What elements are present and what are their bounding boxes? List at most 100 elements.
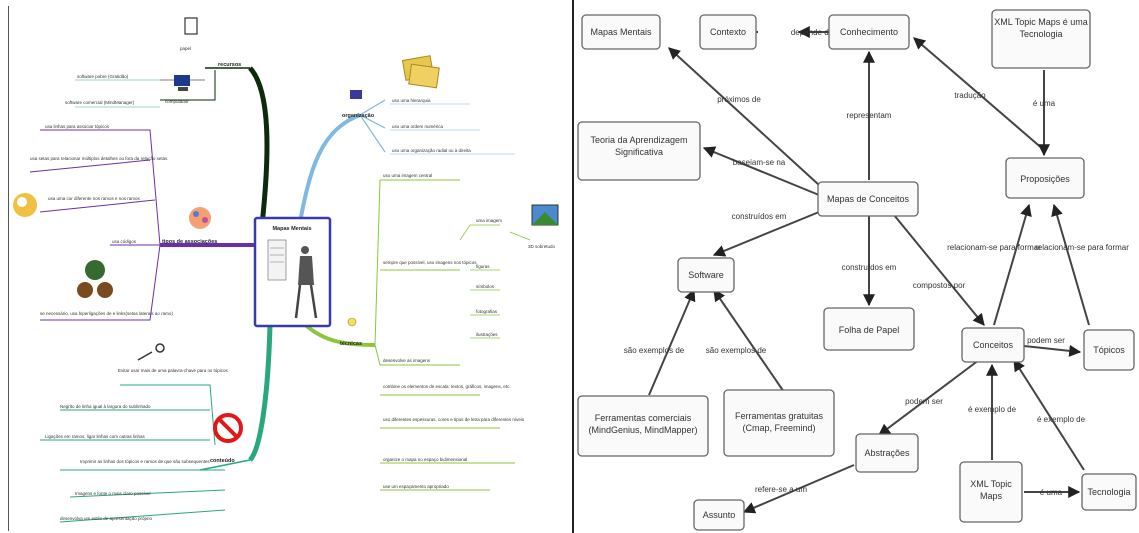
link-label: construídos em	[732, 212, 787, 221]
node-assunto: Assunto	[693, 499, 745, 531]
concept-map-panel: depende de próximos de representam tradu…	[574, 0, 1139, 533]
conteudo-item: Negrito de linha igual à largura do subl…	[60, 404, 151, 409]
tecnicas-item: uso diferentes espessuras, cores e tipos…	[383, 417, 525, 422]
color-palette-icon	[189, 207, 211, 229]
link-label: relacionam-se para formar	[947, 243, 1041, 252]
tecnicas-item: sempre que possível, uso imagens nos tóp…	[383, 260, 477, 265]
recursos-item: papel	[180, 46, 191, 51]
node-mapas-mentais: Mapas Mentais	[581, 14, 661, 50]
node-abstracoes: Abstrações	[855, 433, 919, 473]
svg-text:Tópicos: Tópicos	[1093, 345, 1125, 355]
landscape-picture-icon	[531, 204, 559, 226]
mind-map-panel: Mapas Mentais recursos organização tipos…	[8, 6, 559, 531]
node-xml-topic-maps-tecnologia: XML Topic Maps é uma Tecnologia	[991, 9, 1091, 69]
link-label: depende de	[791, 28, 834, 37]
link-label: podem ser	[1027, 336, 1065, 345]
link-label: relacionam-se para formar	[1035, 243, 1129, 252]
color-circle-icon	[13, 193, 37, 217]
node-conceitos: Conceitos	[961, 327, 1025, 363]
recursos-item: software comercial (MindManager)	[65, 100, 135, 105]
organizacao-item: uso uma ordem numérica	[392, 124, 444, 129]
link-label: é uma	[1033, 99, 1056, 108]
concept-map-svg: depende de próximos de representam tradu…	[577, 9, 1137, 531]
no-sign-icon	[213, 413, 243, 443]
link-label: próximos de	[717, 95, 761, 104]
node-tecnologia: Tecnologia	[1081, 473, 1137, 511]
key-icon	[137, 343, 165, 361]
link-label: representam	[847, 111, 892, 120]
recursos-item: computador	[165, 99, 189, 104]
node-ferramentas-gratuitas: Ferramentas gratuitas (Cmap, Freemind)	[723, 389, 835, 457]
label-conteudo: conteúdo	[210, 458, 235, 464]
folders-icon	[401, 55, 440, 89]
tipos-item: usa setas para relacionar múltiplos deta…	[30, 156, 168, 161]
node-topicos: Tópicos	[1083, 329, 1135, 371]
svg-text:Assunto: Assunto	[703, 510, 736, 520]
label-tipos: tipos de associações	[162, 239, 217, 245]
node-software: Software	[677, 257, 735, 293]
lightbulb-icon	[347, 317, 357, 327]
tecnicas-item: ilustrações	[476, 332, 498, 337]
panel-border	[8, 6, 9, 531]
label-recursos: recursos	[218, 62, 241, 68]
node-mapas-conceitos: Mapas de Conceitos	[817, 181, 919, 217]
node-xml-topic-maps: XML Topic Maps	[959, 461, 1023, 523]
node-ferramentas-comerciais: Ferramentas comerciais (MindGenius, Mind…	[577, 395, 709, 457]
tipos-item: se necessário, usa hiperligações de e li…	[40, 311, 173, 316]
link-label: é uma	[1040, 488, 1063, 497]
svg-text:Mapas de Conceitos: Mapas de Conceitos	[827, 194, 910, 204]
link-label: compostos por	[913, 281, 966, 290]
node-folha-papel: Folha de Papel	[823, 307, 915, 351]
conteudo-item: Evitar usar mais de uma palavra-chave pa…	[118, 368, 229, 373]
tecnicas-item: combine os elementos de escala: textos, …	[383, 384, 511, 389]
paper-icon	[184, 17, 198, 35]
branch-recursos	[248, 66, 270, 226]
organization-icon	[350, 90, 362, 99]
node-teoria-aprendizagem: Teoria da Aprendizagem Significativa	[577, 121, 701, 181]
tecnicas-item: fotografias	[476, 309, 498, 314]
tipos-item: usa códigos	[112, 239, 137, 244]
link-label: baseiam-se na	[733, 158, 786, 167]
tecnicas-item: uma imagem	[476, 218, 502, 223]
node-proposicoes: Proposições	[1005, 157, 1085, 199]
svg-text:Conhecimento: Conhecimento	[840, 27, 898, 37]
tecnicas-item: símbolos	[476, 284, 495, 289]
tecnicas-item: 3D sobretudo	[528, 244, 556, 249]
computer-icon	[174, 75, 190, 91]
central-node-title: Mapas Mentais	[272, 226, 311, 232]
panel-divider	[572, 0, 574, 533]
link-label: refere-se a um	[755, 485, 807, 494]
tipos-item: usa linhas para associar tópicos	[45, 124, 110, 129]
svg-text:Mapas Mentais: Mapas Mentais	[590, 27, 652, 37]
branch-conteudo	[248, 324, 273, 462]
link-label: são exemplos de	[706, 346, 767, 355]
mind-map-svg: Mapas Mentais recursos organização tipos…	[13, 17, 559, 523]
conteudo-item: Imagens e fonte o mais claro possível	[75, 491, 151, 496]
link-label: podem ser	[905, 397, 943, 406]
link-label: é exemplo de	[1037, 415, 1086, 424]
organizacao-item: uso uma hierarquia	[392, 98, 431, 103]
central-node: Mapas Mentais	[253, 216, 332, 328]
svg-text:Folha de Papel: Folha de Papel	[839, 325, 900, 335]
svg-text:Abstrações: Abstrações	[864, 448, 910, 458]
tecnicas-item: figuras	[476, 264, 490, 269]
link-label: são exemplos de	[624, 346, 685, 355]
svg-text:Proposições: Proposições	[1020, 174, 1070, 184]
recursos-item: software pobre (Gratidão)	[77, 74, 129, 79]
label-organizacao: organização	[342, 113, 375, 119]
tipos-item: usa uma cor diferente nos ramos e nos ra…	[48, 196, 141, 201]
link-label: construídos em	[842, 263, 897, 272]
svg-text:Tecnologia: Tecnologia	[1087, 487, 1130, 497]
tecnicas-item: use um espaçamento apropriado	[383, 484, 449, 489]
svg-text:Software: Software	[688, 270, 724, 280]
link-label: tradução	[954, 91, 986, 100]
tecnicas-item: organize o mapa no espaço bidimensional	[383, 457, 467, 462]
node-conhecimento: Conhecimento	[828, 14, 910, 50]
svg-text:Conceitos: Conceitos	[973, 340, 1014, 350]
link-label: é exemplo de	[968, 405, 1017, 414]
node-contexto: Contexto	[699, 14, 757, 50]
conteudo-item: Ligações em ramos, ligar linhas com outr…	[45, 434, 146, 439]
branch-organizacao	[298, 113, 361, 223]
conteudo-item: desenvolva um estilo de apresentação pró…	[60, 516, 153, 521]
tecnicas-item: uso uma imagem central	[383, 173, 432, 178]
